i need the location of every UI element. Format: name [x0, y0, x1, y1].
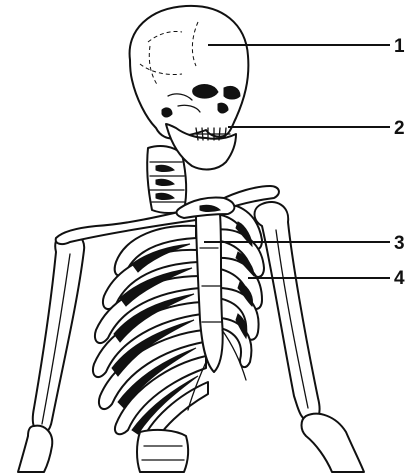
- callout-label-1: 1: [394, 37, 405, 56]
- callout-label-2: 2: [394, 119, 405, 138]
- callout-label-4: 4: [394, 269, 405, 288]
- lower-vertebra: [137, 430, 188, 472]
- callout-label-3: 3: [394, 234, 405, 253]
- rib-cage-near-side: [93, 226, 208, 456]
- skull: [130, 6, 249, 139]
- left-humerus: [18, 233, 84, 472]
